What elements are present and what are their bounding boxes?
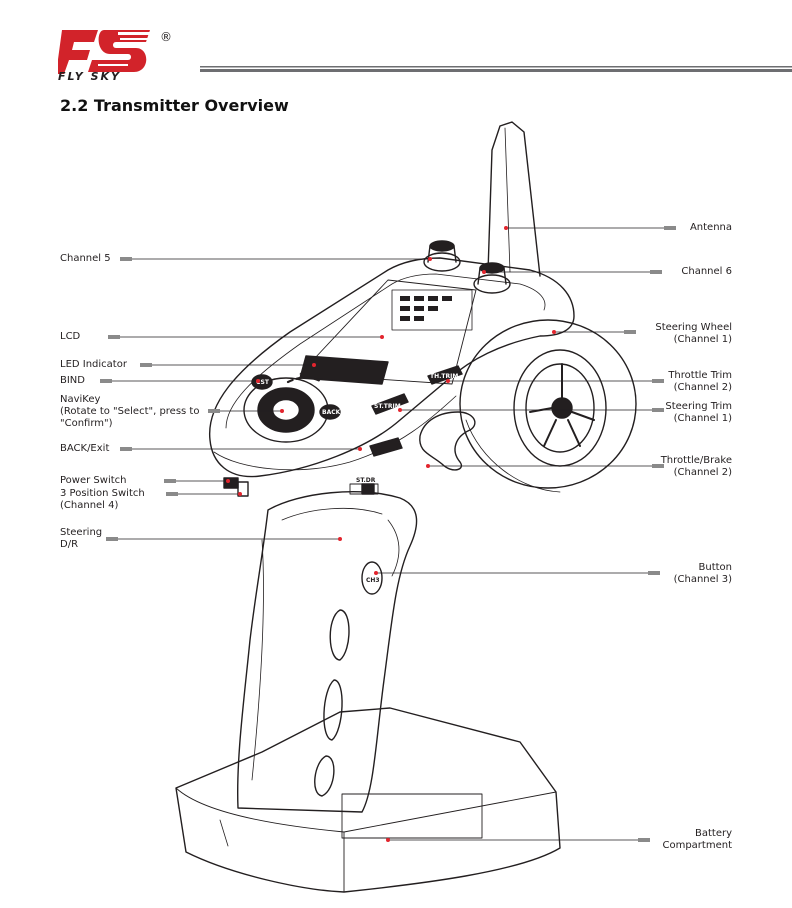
cst-button-label: CST xyxy=(256,379,270,386)
label-3-position-switch: 3 Position Switch (Channel 4) xyxy=(60,488,145,511)
label-power-switch: Power Switch xyxy=(60,475,127,486)
st-dr-label: ST.DR xyxy=(356,477,376,484)
label-bind: BIND xyxy=(60,375,85,386)
label-steering-trim: Steering Trim (Channel 1) xyxy=(665,401,732,424)
label-steering-wheel: Steering Wheel (Channel 1) xyxy=(655,322,732,345)
registered-mark: ® xyxy=(160,30,172,44)
header-rule xyxy=(200,66,792,72)
label-button-ch3: Button (Channel 3) xyxy=(673,562,732,585)
label-navikey: NaviKey (Rotate to "Select", press to "C… xyxy=(60,394,200,429)
label-channel-6: Channel 6 xyxy=(681,266,732,277)
back-button-label: BACK xyxy=(322,409,341,416)
label-battery-compartment: Battery Compartment xyxy=(662,828,732,851)
label-antenna: Antenna xyxy=(689,222,732,233)
label-steering-dr: Steering D/R xyxy=(60,527,103,550)
label-led-indicator: LED Indicator xyxy=(60,359,127,370)
label-lcd: LCD xyxy=(60,331,81,342)
flysky-logo: FLY SKY xyxy=(56,28,188,83)
label-back-exit: BACK/Exit xyxy=(60,443,110,454)
logo-wordmark: FLY SKY xyxy=(58,70,122,83)
label-throttle-brake: Throttle/Brake (Channel 2) xyxy=(660,455,732,478)
th-trim-label: TH.TRIM xyxy=(430,373,458,380)
label-throttle-trim: Throttle Trim (Channel 2) xyxy=(668,370,732,393)
ch3-button-label: CH3 xyxy=(366,577,380,584)
st-trim-label: ST.TRIM xyxy=(374,403,401,410)
label-channel-5: Channel 5 xyxy=(60,253,111,264)
section-title: 2.2 Transmitter Overview xyxy=(60,96,289,115)
